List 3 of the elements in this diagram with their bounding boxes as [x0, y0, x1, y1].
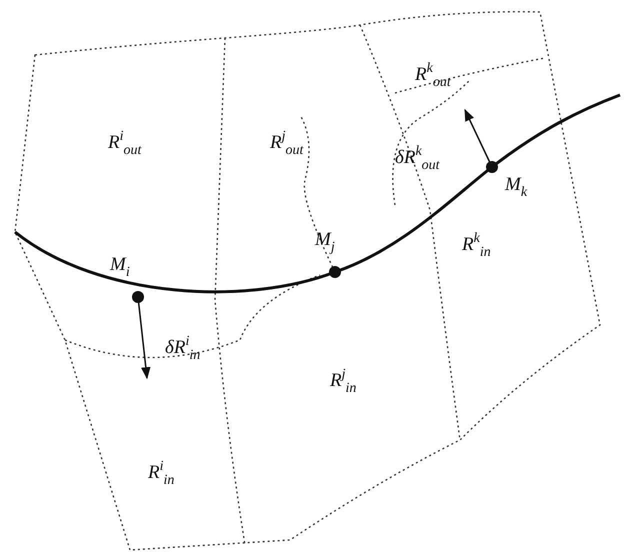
region-label: M$_{i}$ [110, 255, 130, 280]
region-label: M$_{k}$ [505, 175, 528, 200]
region-label: M$_{j}$ [315, 230, 335, 255]
